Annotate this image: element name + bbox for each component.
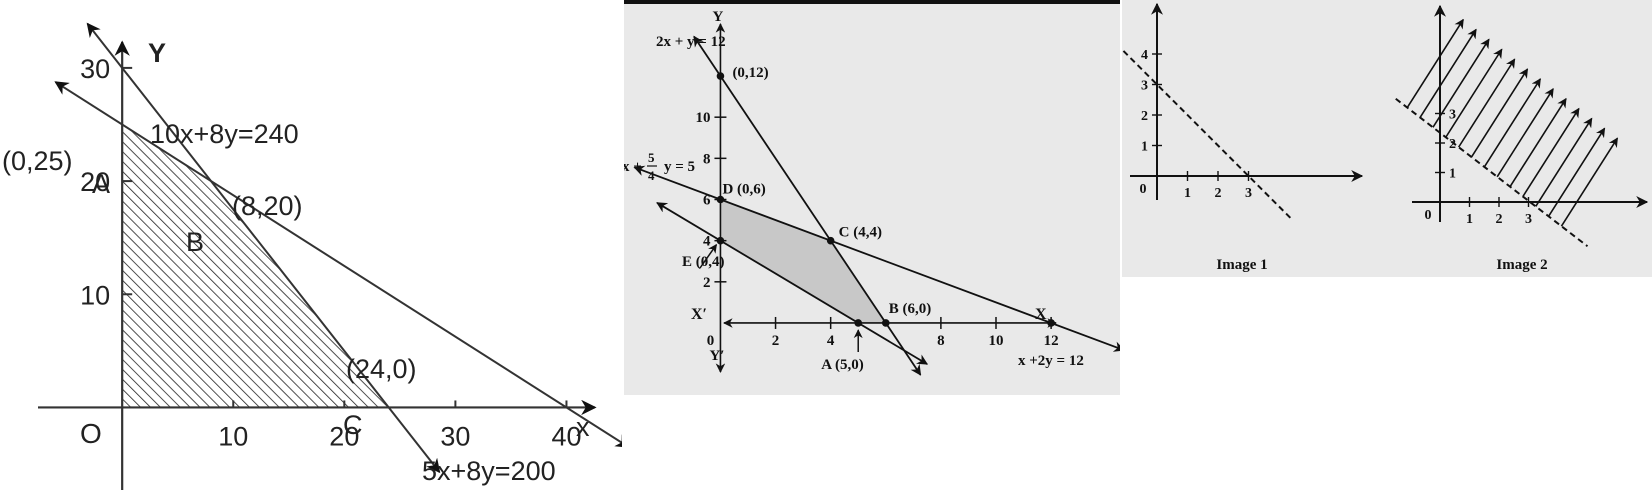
x-tick-label: 3 xyxy=(1245,186,1252,201)
y-tick-label: 8 xyxy=(703,151,711,167)
caption-image-2: Image 2 xyxy=(1496,257,1547,273)
constraint-line-3 xyxy=(656,202,929,365)
shading-arrow xyxy=(1457,58,1516,148)
point-label-012: (0,12) xyxy=(732,65,768,81)
y-tick-label: 10 xyxy=(80,280,110,310)
origin-label: 0 xyxy=(1140,182,1147,197)
point-label-C: C (4,4) xyxy=(839,225,882,241)
shading-arrow xyxy=(1445,48,1503,138)
x-tick-label: 1 xyxy=(1184,186,1191,201)
y-axis-label: Y xyxy=(148,38,166,68)
y-axis-label: Y xyxy=(712,9,723,25)
x-tick-label: 12 xyxy=(1044,333,1059,349)
line-label-1: 2x + y = 12 xyxy=(656,34,726,50)
vertex-point xyxy=(716,236,725,245)
shading-arrow xyxy=(1419,28,1477,118)
point-name-C: C xyxy=(343,410,363,440)
point-coord-A: (0,25) xyxy=(2,146,73,176)
point-coord-B: (8,20) xyxy=(232,191,303,221)
y-tick-label: 1 xyxy=(1449,167,1456,182)
x-neg-axis-label: X′ xyxy=(691,306,707,323)
shading-arrow xyxy=(1470,68,1529,158)
shading-arrow xyxy=(1547,127,1606,217)
vertex-point xyxy=(854,319,863,327)
y-tick-label: 4 xyxy=(1141,48,1148,63)
x-tick-label: 10 xyxy=(989,333,1004,349)
constraint-line-2 xyxy=(54,81,622,448)
x-tick-label: 2 xyxy=(1215,186,1222,201)
vertex-point xyxy=(881,319,890,327)
shading-arrow xyxy=(1509,97,1567,188)
y-tick-label: 4 xyxy=(703,234,711,250)
shading-arrow xyxy=(1560,137,1619,227)
y-neg-axis-label: Y′ xyxy=(709,348,724,364)
y-tick-label: 30 xyxy=(80,54,110,84)
x-tick-label: 10 xyxy=(218,421,248,451)
point-name-B: B xyxy=(186,227,204,257)
point-label-E: E (0,4) xyxy=(682,254,725,270)
x-tick-label: 4 xyxy=(827,333,835,349)
point-coord-C: (24,0) xyxy=(346,354,417,384)
y-tick-label: 2 xyxy=(703,275,711,291)
shading-arrow xyxy=(1432,38,1490,128)
x-tick-label: 2 xyxy=(772,333,780,349)
line-label-2: x +2y = 12 xyxy=(1018,353,1084,369)
feasible-region xyxy=(720,199,886,323)
line-label-3-prefix: x + xyxy=(624,159,642,175)
point-label-D: D (0,6) xyxy=(722,182,765,198)
point-label-B: B (6,0) xyxy=(889,301,932,317)
y-tick-label: 3 xyxy=(1141,79,1148,94)
x-axis-label: X xyxy=(1035,306,1047,323)
point-label-A: A (5,0) xyxy=(821,357,864,373)
pointer-arrow-E xyxy=(699,243,718,269)
origin-label: O xyxy=(80,418,102,449)
y-tick-label: 1 xyxy=(1141,140,1148,155)
point-name-A: A xyxy=(92,169,110,199)
line-label-1: 10x+8y=240 xyxy=(150,119,299,149)
shading-arrow xyxy=(1406,18,1464,109)
caption-image-1: Image 1 xyxy=(1216,257,1267,273)
x-tick-label: 2 xyxy=(1496,212,1503,227)
frac-denominator: 4 xyxy=(648,168,655,183)
shading-arrow xyxy=(1496,87,1554,178)
boundary-line-dashed xyxy=(1122,50,1292,220)
y-tick-label: 3 xyxy=(1449,108,1456,123)
origin-label: 0 xyxy=(1425,208,1432,223)
line-label-2: 5x+8y=200 xyxy=(422,456,556,486)
x-axis-label: x xyxy=(576,412,590,442)
shading-arrow xyxy=(1483,78,1542,168)
line-label-3-suffix: y = 5 xyxy=(664,159,695,175)
vertex-point xyxy=(716,195,725,204)
shading-arrow xyxy=(1535,117,1593,207)
vertex-point xyxy=(716,72,725,80)
x-tick-label: 1 xyxy=(1466,212,1473,227)
y-tick-label: 2 xyxy=(1449,137,1456,152)
y-tick-label: 2 xyxy=(1141,109,1148,124)
vertex-point xyxy=(1047,319,1055,327)
x-tick-label: 3 xyxy=(1525,212,1532,227)
x-tick-label: 0 xyxy=(707,333,715,349)
shading-arrow xyxy=(1522,107,1580,197)
boundary-line-dashed xyxy=(1395,97,1589,248)
x-tick-label: 8 xyxy=(937,333,945,349)
frac-numerator: 5 xyxy=(648,150,655,165)
x-tick-label: 30 xyxy=(440,421,470,451)
vertex-point xyxy=(826,236,835,245)
y-tick-label: 10 xyxy=(695,110,710,126)
